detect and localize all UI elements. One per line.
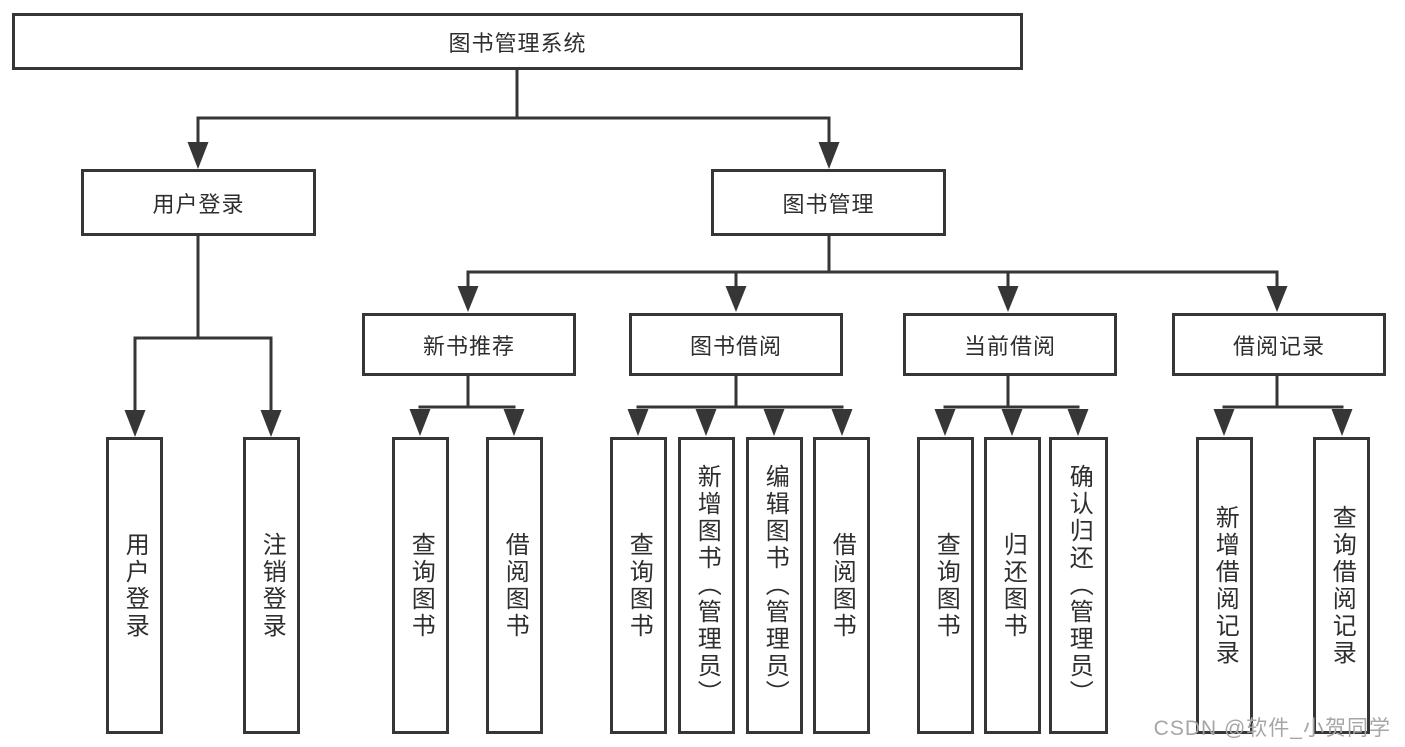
node-current-borrow: 当前借阅 bbox=[903, 313, 1117, 376]
leaf-return-books: 归还图书 bbox=[984, 437, 1041, 734]
leaf-query-books-current: 查询图书 bbox=[917, 437, 974, 734]
leaf-logout: 注销登录 bbox=[243, 437, 300, 734]
connector-book-borrow-group bbox=[627, 376, 853, 436]
node-book-management: 图书管理 bbox=[711, 169, 946, 236]
node-borrow-records: 借阅记录 bbox=[1172, 313, 1386, 376]
leaf-add-borrow-record: 新增借阅记录 bbox=[1196, 437, 1253, 734]
leaf-add-book-admin: 新增图书（管理员） bbox=[678, 437, 735, 734]
node-book-borrow: 图书借阅 bbox=[629, 313, 843, 376]
connector-new-book-recommend-group bbox=[409, 376, 525, 436]
node-root: 图书管理系统 bbox=[12, 13, 1023, 70]
node-user-login: 用户登录 bbox=[81, 169, 316, 236]
leaf-borrow-books-recommend: 借阅图书 bbox=[486, 437, 543, 734]
connector-user-login-to-leaves bbox=[124, 236, 282, 437]
leaf-user-login: 用户登录 bbox=[106, 437, 163, 734]
connector-book-management-to-modules bbox=[457, 236, 1288, 312]
leaf-query-books-borrow: 查询图书 bbox=[610, 437, 667, 734]
leaf-confirm-return-admin: 确认归还（管理员） bbox=[1049, 437, 1108, 734]
connector-borrow-records-group bbox=[1213, 376, 1353, 436]
leaf-borrow-books: 借阅图书 bbox=[813, 437, 870, 734]
leaf-edit-book-admin: 编辑图书（管理员） bbox=[746, 437, 803, 734]
leaf-query-borrow-record: 查询借阅记录 bbox=[1313, 437, 1370, 734]
connector-current-borrow-group bbox=[934, 376, 1089, 436]
leaf-query-books-recommend: 查询图书 bbox=[392, 437, 449, 734]
watermark: CSDN @软件_小贺同学 bbox=[1153, 717, 1391, 740]
node-new-book-recommend: 新书推荐 bbox=[362, 313, 576, 376]
connector-root-to-branches bbox=[187, 70, 840, 169]
